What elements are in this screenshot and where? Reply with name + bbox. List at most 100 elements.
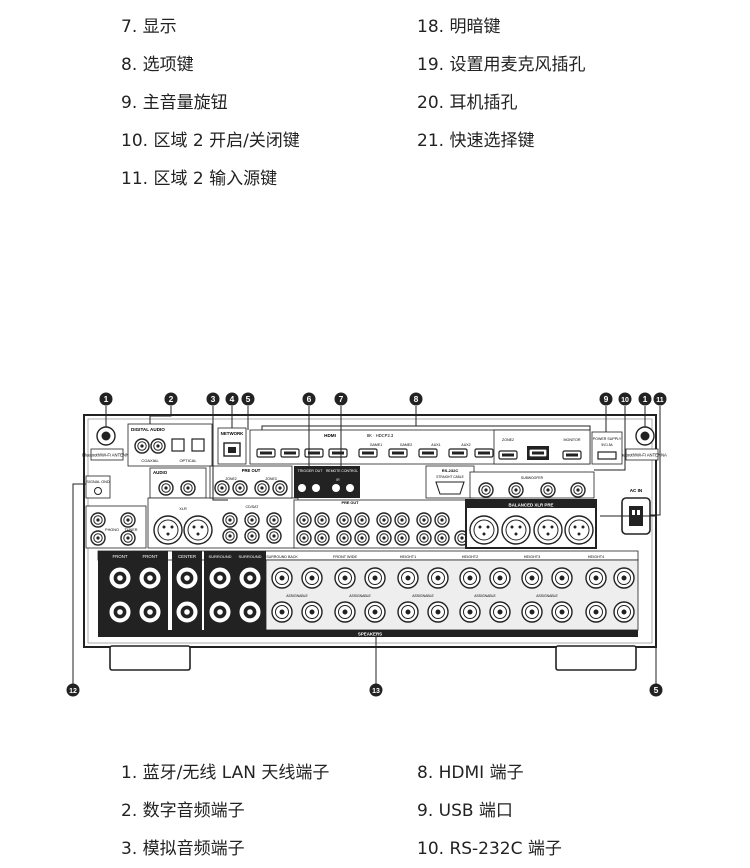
right-foot (555, 645, 637, 671)
callout-1: 1 (643, 394, 648, 404)
trigger-out-label: TRIGGER OUT (298, 469, 324, 473)
network-label: NETWORK (221, 431, 245, 436)
callout-8: 8 (414, 394, 419, 404)
remote-control-label: REMOTE CONTROL (326, 469, 358, 473)
aux1-label: AUX1 (431, 443, 440, 447)
list-item: 9. USB 端口 (417, 801, 513, 821)
list-item: 11. 区域 2 输入源键 (121, 169, 278, 189)
straight-cable-label: STRAIGHT CABLE (436, 475, 463, 479)
list-item: 18. 明暗键 (417, 17, 501, 37)
callout-13: 13 (372, 688, 380, 695)
speaker-header-strip: FRONT FRONT CENTER SURROUND SURROUND SUR… (97, 550, 639, 561)
bottom-left-list: 1. 蓝牙/无线 LAN 天线端子 2. 数字音频端子 3. 模拟音频端子 (121, 754, 329, 868)
callout-11: 11 (656, 397, 664, 404)
callout-3: 3 (211, 394, 216, 404)
callout-2: 2 (169, 394, 174, 404)
assignable-label: ASSIGNABLE (474, 594, 496, 598)
tuner-label: TUNER (124, 528, 137, 532)
list-item: 20. 耳机插孔 (417, 93, 518, 113)
game2-label: GAME2 (400, 443, 413, 447)
phono-label: PHONO (105, 528, 119, 532)
game1-label: GAME1 (370, 443, 383, 447)
hdmi-section: HDMI 8K · HDCP2.3 GAME1 GAME2 AUX1 AUX2 … (249, 429, 591, 465)
list-item: 3. 模拟音频端子 (121, 839, 245, 859)
cd-sat-label: CD/SAT (246, 505, 260, 509)
surround-label: SURROUND (238, 554, 261, 559)
front-label: FRONT (142, 554, 157, 559)
power-rating-label: 5V/1.5A (601, 443, 613, 447)
usb-power-supply: POWER SUPPLY 5V/1.5A (591, 431, 623, 465)
subwoofer-label: SUBWOOFER (521, 476, 544, 480)
callout-5: 5 (246, 394, 251, 404)
list-item: 2. 数字音频端子 (121, 801, 245, 821)
callout-5: 5 (654, 685, 659, 695)
zone2-hdmi-label: ZONE2 (502, 438, 514, 442)
balanced-xlr-pre-label: BALANCED XLR PRE (509, 503, 554, 508)
speakers-label: SPEAKERS (358, 632, 382, 637)
ir-label: IR (336, 478, 340, 482)
coaxial-label: COAXIAL (141, 458, 159, 463)
callout-1: 1 (104, 394, 109, 404)
top-right-list: 18. 明暗键 19. 设置用麦克风插孔 20. 耳机插孔 21. 快速选择键 (417, 8, 585, 160)
rs232c-label: RS-232C (442, 468, 459, 473)
ac-in-label: AC IN (630, 488, 643, 493)
height3-label: HEIGHT3 (524, 555, 540, 559)
signal-gnd-terminal: SIGNAL GND (85, 475, 111, 499)
surround-back-label: SURROUND BACK (266, 555, 298, 559)
callout-9: 9 (604, 394, 609, 404)
center-label: CENTER (178, 554, 196, 559)
assignable-label: ASSIGNABLE (286, 594, 308, 598)
left-foot (109, 645, 191, 671)
bt-wifi-antenna-left: Bluetooth/Wi-Fi ANTENNA (82, 426, 132, 461)
zone2-out-label: ZONE2 (225, 477, 236, 481)
callout-leaders (72, 406, 661, 690)
list-item: 21. 快速选择键 (417, 131, 535, 151)
assignable-label: ASSIGNABLE (536, 594, 558, 598)
audio-in-label: AUDIO (153, 470, 168, 475)
list-item: 19. 设置用麦克风插孔 (417, 55, 586, 75)
pre-out-label: PRE OUT (342, 501, 360, 505)
callout-7: 7 (339, 394, 344, 404)
receiver-rear-panel-diagram: Bluetooth/Wi-Fi ANTENNA Bluetooth/Wi-Fi … (66, 392, 667, 697)
xlr-label: XLR (179, 507, 187, 511)
hdmi-sub-label: 8K · HDCP2.3 (367, 433, 394, 438)
callout-6: 6 (307, 394, 312, 404)
balanced-xlr-pre-out: BALANCED XLR PRE (465, 499, 597, 549)
power-supply-label: POWER SUPPLY (593, 437, 622, 441)
bottom-right-list: 8. HDMI 端子 9. USB 端口 10. RS-232C 端子 (417, 754, 562, 868)
list-item: 8. HDMI 端子 (417, 763, 524, 783)
list-item: 7. 显示 (121, 17, 177, 37)
height2-label: HEIGHT2 (462, 555, 478, 559)
front-label: FRONT (112, 554, 127, 559)
list-item: 8. 选项键 (121, 55, 194, 75)
speaker-terminals-assignable: ASSIGNABLE ASSIGNABLE ASSIGNABLE ASSIGNA… (265, 559, 639, 631)
aux2-label: AUX2 (461, 443, 470, 447)
network-port: NETWORK (217, 427, 247, 465)
zone-pre-out-section: PRE OUT ZONE2 ZONE3 (209, 465, 293, 499)
antenna-label: Bluetooth/Wi-Fi ANTENNA (617, 453, 667, 458)
callout-10: 10 (621, 397, 629, 404)
surround-label: SURROUND (208, 554, 231, 559)
list-item: 9. 主音量旋钮 (121, 93, 228, 113)
monitor-label: MONITOR (564, 438, 581, 442)
list-item: 10. RS-232C 端子 (417, 839, 562, 859)
hdmi-label: HDMI (324, 433, 336, 438)
height1-label: HEIGHT1 (400, 555, 416, 559)
height4-label: HEIGHT4 (588, 555, 604, 559)
front-wide-label: FRONT WIDE (333, 555, 357, 559)
assignable-label: ASSIGNABLE (349, 594, 371, 598)
zone3-out-label: ZONE3 (265, 477, 276, 481)
top-left-list: 7. 显示 8. 选项键 9. 主音量旋钮 10. 区域 2 开启/关闭键 11… (121, 8, 300, 198)
pre-out-label: PRE OUT (242, 468, 261, 473)
analog-audio-section: AUDIO PHONO TUNER XLR CD/SAT (85, 467, 299, 549)
rs232c-port: RS-232C STRAIGHT CABLE (425, 465, 475, 499)
list-item: 10. 区域 2 开启/关闭键 (121, 131, 300, 151)
digital-audio-label: DIGITAL AUDIO (131, 427, 165, 432)
speaker-terminals-main (98, 560, 266, 630)
digital-audio-section: DIGITAL AUDIO COAXIAL OPTICAL (127, 423, 213, 467)
signal-gnd-label: SIGNAL GND (86, 480, 110, 484)
optical-label: OPTICAL (179, 458, 197, 463)
antenna-label: Bluetooth/Wi-Fi ANTENNA (82, 453, 132, 458)
pre-out-multichannel: PRE OUT (293, 499, 471, 549)
assignable-label: ASSIGNABLE (412, 594, 434, 598)
